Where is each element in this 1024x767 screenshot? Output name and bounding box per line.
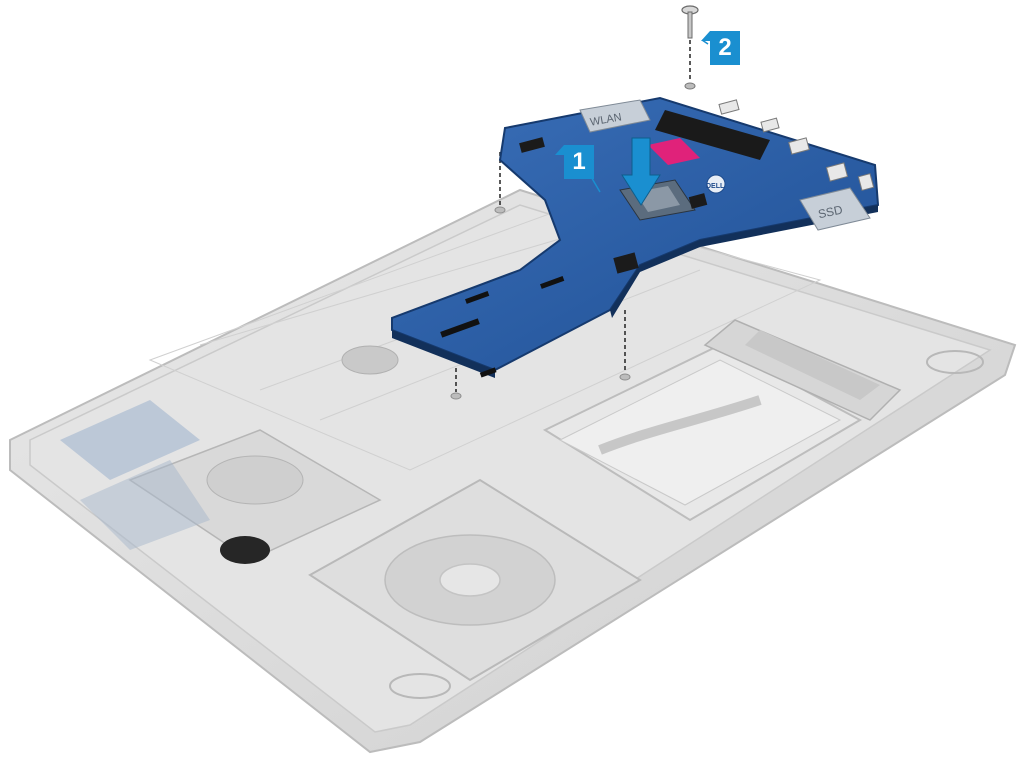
board-brand-label: DELL	[706, 183, 725, 190]
system-fan	[128, 345, 399, 564]
screw-holes	[450, 206, 631, 400]
memory-slot	[655, 110, 770, 160]
ssd-shield: SSD	[799, 187, 871, 231]
chipset	[613, 252, 639, 274]
ssd-label: SSD	[817, 202, 844, 221]
system-board: WLAN SSD	[391, 96, 880, 378]
wlan-shield: WLAN	[579, 99, 651, 133]
speaker-left	[389, 673, 451, 699]
board-flat-connectors	[440, 276, 565, 378]
chip-3	[519, 137, 545, 153]
board-logo	[706, 174, 726, 194]
down-arrow-icon	[621, 137, 661, 206]
step-callout-1: 1	[555, 145, 594, 179]
io-board	[60, 400, 210, 550]
hard-drive	[308, 478, 642, 682]
thermal-pad	[648, 138, 700, 165]
wlan-label: WLAN	[589, 111, 622, 128]
speaker-right	[926, 350, 984, 374]
touchpad-module	[542, 343, 863, 522]
screw-icon	[681, 5, 699, 90]
chip-2	[688, 193, 708, 209]
step-callout-2: 2	[701, 31, 740, 65]
board-connectors	[718, 99, 875, 191]
battery-bracket	[703, 319, 902, 421]
